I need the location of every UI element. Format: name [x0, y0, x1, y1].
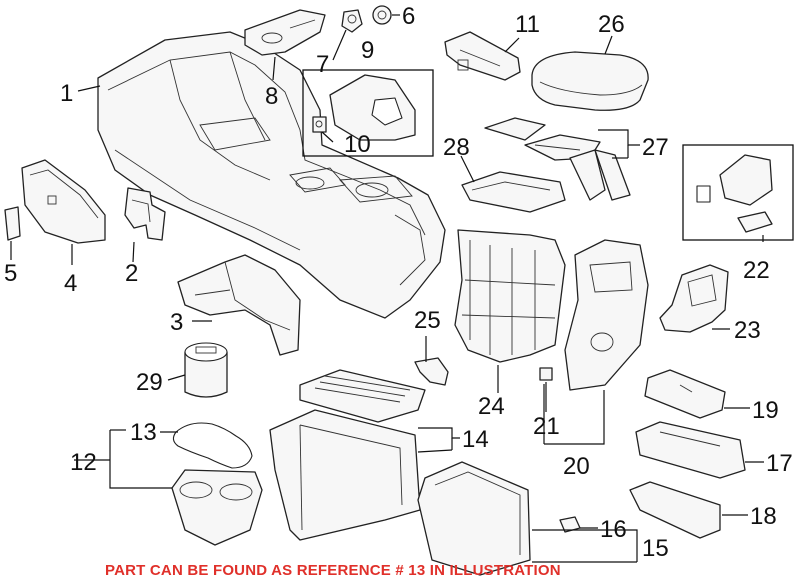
leader-lines — [10, 14, 764, 563]
part-plate-18 — [629, 481, 721, 539]
part-vent-23 — [659, 264, 729, 333]
callout-17: 17 — [766, 450, 793, 477]
callout-26: 26 — [598, 11, 625, 38]
callout-16: 16 — [600, 516, 627, 543]
part-cup-29 — [184, 342, 228, 398]
callout-24: 24 — [478, 393, 505, 420]
callout-7: 7 — [316, 51, 329, 78]
part-top-trim-8 — [244, 9, 326, 56]
callout-28: 28 — [443, 134, 470, 161]
callout-29: 29 — [136, 369, 163, 396]
part-bin-15 — [417, 461, 531, 576]
callout-8: 8 — [265, 83, 278, 110]
callout-19: 19 — [752, 397, 779, 424]
callouts: 1 2 3 4 5 6 7 8 9 10 11 12 13 14 15 16 1… — [4, 3, 793, 562]
callout-25: 25 — [414, 307, 441, 334]
callout-23: 23 — [734, 317, 761, 344]
callout-14: 14 — [462, 426, 489, 453]
part-cap-6 — [372, 5, 392, 25]
callout-10: 10 — [344, 131, 371, 158]
callout-2: 2 — [125, 260, 138, 287]
part-side-panel — [21, 159, 106, 244]
callout-15: 15 — [642, 535, 669, 562]
callout-18: 18 — [750, 503, 777, 530]
part-bracket-3 — [177, 254, 301, 356]
part-bracket-25 — [414, 357, 449, 386]
callout-27: 27 — [642, 134, 669, 161]
callout-22: 22 — [743, 257, 770, 284]
part-knob-7 — [341, 9, 363, 33]
callout-21: 21 — [533, 413, 560, 440]
group-box-22 — [682, 144, 794, 241]
part-trays-27 — [484, 117, 631, 201]
part-clip-21 — [539, 367, 553, 381]
part-cupholder-12 — [171, 469, 263, 546]
part-liner-19 — [644, 369, 726, 419]
callout-9: 9 — [361, 37, 374, 64]
part-trim-22 — [696, 154, 773, 233]
part-clip-5 — [4, 206, 21, 241]
callout-3: 3 — [170, 309, 183, 336]
part-switch-panel-11 — [444, 31, 521, 81]
part-clip-10 — [312, 116, 327, 133]
part-bracket-17 — [635, 421, 746, 479]
callout-13: 13 — [130, 419, 157, 446]
part-shifter-trim-9 — [329, 74, 416, 141]
callout-1: 1 — [60, 80, 73, 107]
callout-6: 6 — [402, 3, 415, 30]
callout-12: 12 — [70, 449, 97, 476]
part-gasket-13 — [172, 422, 253, 469]
group-box-9 — [302, 69, 434, 157]
callout-5: 5 — [4, 260, 17, 287]
part-support-24 — [454, 229, 566, 363]
callout-4: 4 — [64, 270, 77, 297]
part-armrest-26 — [531, 51, 649, 111]
part-bin-14 — [269, 369, 426, 541]
part-rear-panel-20 — [564, 239, 649, 391]
part-bin-28 — [461, 171, 566, 213]
callout-11: 11 — [515, 11, 540, 38]
reference-caption: PART CAN BE FOUND AS REFERENCE # 13 IN I… — [105, 562, 561, 579]
part-bracket-2 — [124, 187, 166, 241]
callout-20: 20 — [563, 453, 590, 480]
